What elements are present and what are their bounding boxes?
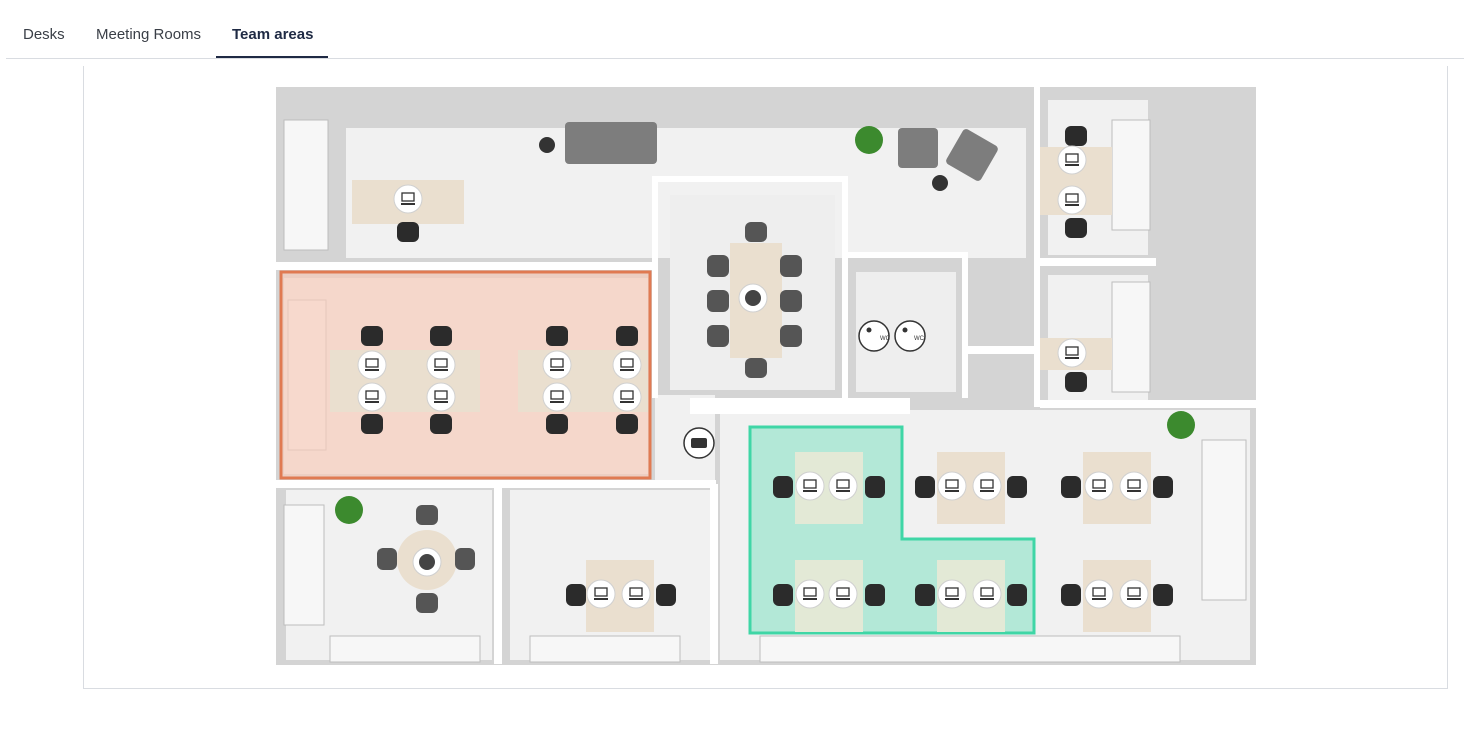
monitor-icon: [1127, 587, 1141, 597]
monitor-icon: [980, 479, 994, 489]
desk-marker[interactable]: [795, 471, 825, 501]
monitor-icon: [945, 479, 959, 489]
desk-marker[interactable]: [1084, 471, 1114, 501]
monitor-icon: [945, 587, 959, 597]
desk-marker[interactable]: [1119, 471, 1149, 501]
monitor-icon: [1065, 153, 1079, 163]
desk-marker[interactable]: [542, 350, 572, 380]
monitor-icon: [434, 358, 448, 368]
monitor-icon: [550, 358, 564, 368]
active-tab-indicator: [216, 56, 328, 58]
round-meeting-furniture: [377, 505, 475, 613]
desk-marker[interactable]: [972, 579, 1002, 609]
desk-marker[interactable]: [393, 184, 423, 214]
round-meeting-marker[interactable]: [412, 547, 442, 577]
restroom-men-marker[interactable]: WC: [894, 320, 926, 352]
monitor-icon: [1127, 479, 1141, 489]
monitor-icon: [594, 587, 608, 597]
meeting-icon: [745, 290, 761, 306]
monitor-icon: [836, 479, 850, 489]
monitor-icon: [365, 390, 379, 400]
desk-marker[interactable]: [1084, 579, 1114, 609]
monitor-icon: [1092, 587, 1106, 597]
monitor-icon: [980, 587, 994, 597]
desk-marker[interactable]: [937, 579, 967, 609]
desk-marker[interactable]: [357, 350, 387, 380]
meeting-icon: [419, 554, 435, 570]
meeting-room-marker[interactable]: [738, 283, 768, 313]
restroom-women-label: WC: [880, 336, 891, 342]
desk-markers[interactable]: [357, 145, 1149, 609]
plant: [335, 496, 363, 524]
desk-marker[interactable]: [542, 382, 572, 412]
monitor-icon: [550, 390, 564, 400]
desk-marker[interactable]: [357, 382, 387, 412]
desk-marker[interactable]: [621, 579, 651, 609]
desk-marker[interactable]: [586, 579, 616, 609]
tab-team-areas[interactable]: Team areas: [232, 26, 314, 43]
plant: [1167, 411, 1195, 439]
desk-marker[interactable]: [1119, 579, 1149, 609]
desk-marker[interactable]: [426, 350, 456, 380]
man-icon: [902, 327, 908, 333]
armchair: [898, 128, 938, 168]
desk-marker[interactable]: [1057, 145, 1087, 175]
desk-marker[interactable]: [828, 579, 858, 609]
monitor-icon: [401, 192, 415, 202]
desk-chairs: [361, 126, 1173, 606]
monitor-icon: [365, 358, 379, 368]
desk-marker[interactable]: [795, 579, 825, 609]
woman-icon: [866, 327, 872, 333]
monitor-icon: [620, 390, 634, 400]
top-left-room-furniture: [335, 122, 1195, 524]
restroom-women-marker[interactable]: WC: [858, 320, 891, 352]
side-table: [932, 175, 948, 191]
monitor-icon: [1065, 346, 1079, 356]
tab-desks[interactable]: Desks: [23, 26, 65, 43]
desk-marker[interactable]: [1057, 185, 1087, 215]
plant: [855, 126, 883, 154]
monitor-icon: [1065, 193, 1079, 203]
monitor-icon: [803, 479, 817, 489]
monitor-icon: [836, 587, 850, 597]
monitor-icon: [803, 587, 817, 597]
restroom-men-label: WC: [914, 336, 925, 342]
desk-marker[interactable]: [828, 471, 858, 501]
monitor-icon: [620, 358, 634, 368]
monitor-icon: [1092, 479, 1106, 489]
desk-marker[interactable]: [612, 350, 642, 380]
armchair: [946, 129, 998, 181]
desk-marker[interactable]: [612, 382, 642, 412]
side-table: [539, 137, 555, 153]
desk-marker[interactable]: [1057, 338, 1087, 368]
tab-bar: Desks Meeting Rooms Team areas: [6, 18, 1464, 59]
tab-meeting-rooms[interactable]: Meeting Rooms: [96, 26, 202, 43]
monitor-icon: [629, 587, 643, 597]
desk-marker[interactable]: [426, 382, 456, 412]
monitor-icon: [434, 390, 448, 400]
desk-marker[interactable]: [937, 471, 967, 501]
desk-marker[interactable]: [972, 471, 1002, 501]
printer-marker[interactable]: [683, 427, 715, 459]
printer-icon: [691, 438, 707, 448]
sofa: [565, 122, 657, 164]
